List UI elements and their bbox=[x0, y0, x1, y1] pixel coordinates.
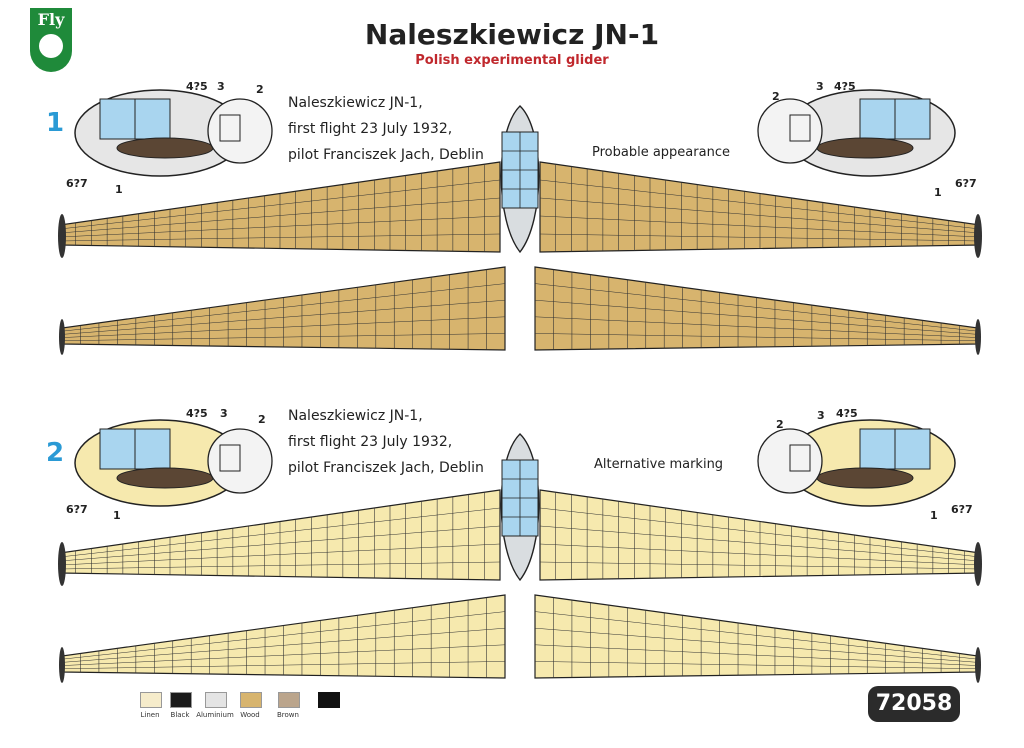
seat-shading bbox=[116, 137, 214, 159]
wing-tip-skid bbox=[974, 214, 982, 258]
profile-1-note: Probable appearance bbox=[592, 145, 730, 160]
hatch-panel bbox=[219, 114, 241, 142]
hatch-panel bbox=[789, 114, 811, 142]
callout: 2 bbox=[772, 90, 780, 103]
lower-panel-left-spar bbox=[61, 283, 506, 332]
lower-panel-left-spar bbox=[61, 333, 506, 342]
profile-2-note: Alternative marking bbox=[594, 457, 724, 472]
legend-label: Wood bbox=[240, 711, 260, 719]
lower-panel-left-spar bbox=[61, 644, 506, 666]
callout: 2 bbox=[256, 83, 264, 96]
callout: 6?7 bbox=[955, 177, 977, 190]
lower-panel-right-spar bbox=[534, 627, 979, 663]
main-wing-left-spar bbox=[59, 525, 501, 562]
legend-label: Aluminium bbox=[196, 711, 234, 719]
callout: 4?5 bbox=[186, 80, 208, 93]
lower-panel-right-spar bbox=[534, 611, 979, 660]
callout: 3 bbox=[220, 407, 228, 420]
legend-label: Linen bbox=[140, 711, 160, 719]
main-wing-right-spar bbox=[539, 561, 981, 570]
catalog-number: 72058 bbox=[868, 686, 960, 722]
profile-1-caption: Naleszkiewicz JN-1, first flight 23 July… bbox=[288, 90, 484, 168]
main-wing-left-spar bbox=[59, 507, 501, 558]
lower-panel-right-spar bbox=[534, 333, 979, 342]
lower-panel-right-spar bbox=[534, 316, 979, 338]
main-wing-left-spar bbox=[59, 561, 501, 570]
brand-logo: Fly bbox=[30, 8, 72, 72]
page-subtitle: Polish experimental glider bbox=[415, 53, 609, 68]
main-wing-right-spar bbox=[539, 179, 981, 230]
callout: 6?7 bbox=[66, 503, 88, 516]
legend-swatch bbox=[205, 692, 227, 708]
ak-paint-logo bbox=[318, 692, 340, 708]
main-wing-left-spar bbox=[59, 543, 501, 566]
profile-1-caption-line: pilot Franciszek Jach, Deblin bbox=[288, 147, 484, 163]
callout: 6?7 bbox=[951, 503, 973, 516]
main-wing-left-spar bbox=[59, 233, 501, 242]
fly-icon bbox=[39, 34, 63, 58]
hatch-panel bbox=[789, 444, 811, 472]
wing-tip-skid bbox=[974, 542, 982, 586]
page-title: Naleszkiewicz JN-1 bbox=[364, 18, 660, 51]
legend-swatch bbox=[170, 692, 192, 708]
profile-number-1: 1 bbox=[46, 108, 65, 138]
profile-1-caption-line: Naleszkiewicz JN-1, bbox=[288, 95, 423, 111]
main-wing-right-spar bbox=[539, 215, 981, 238]
callout: 4?5 bbox=[834, 80, 856, 93]
callout: 1 bbox=[934, 186, 942, 199]
main-wing-right-spar bbox=[539, 543, 981, 566]
legend-swatch bbox=[240, 692, 262, 708]
brand-logo-text: Fly bbox=[37, 10, 65, 29]
wing-tip-skid bbox=[58, 214, 66, 258]
profile-1-caption-line: first flight 23 July 1932, bbox=[288, 121, 453, 137]
lower-panel-left-spar bbox=[61, 661, 506, 670]
lower-panel-left-spar bbox=[61, 316, 506, 338]
callout: 1 bbox=[113, 509, 121, 522]
lower-panel-left-spar bbox=[61, 299, 506, 335]
legend-swatch bbox=[140, 692, 162, 708]
lower-panel-right-spar bbox=[534, 661, 979, 670]
main-wing-left-spar bbox=[59, 179, 501, 230]
main-wing-right-spar bbox=[539, 525, 981, 562]
lower-panel-right-spar bbox=[534, 644, 979, 666]
profile-2-caption-line: pilot Franciszek Jach, Deblin bbox=[288, 460, 484, 476]
callout: 3 bbox=[816, 80, 824, 93]
callout: 1 bbox=[930, 509, 938, 522]
panel-tip bbox=[975, 647, 981, 683]
seat-shading bbox=[816, 137, 914, 159]
callout: 4?5 bbox=[836, 407, 858, 420]
panel-tip bbox=[975, 319, 981, 355]
profile-2-caption: Naleszkiewicz JN-1, first flight 23 July… bbox=[288, 403, 484, 481]
main-wing-left-spar bbox=[59, 197, 501, 234]
hatch-panel bbox=[219, 444, 241, 472]
main-wing-left-spar bbox=[59, 215, 501, 238]
main-wing-right-spar bbox=[539, 233, 981, 242]
profile-number-2: 2 bbox=[46, 438, 65, 468]
callout: 2 bbox=[258, 413, 266, 426]
panel-tip bbox=[59, 319, 65, 355]
main-wing-right-spar bbox=[539, 507, 981, 558]
legend-swatch bbox=[278, 692, 300, 708]
seat-shading bbox=[816, 467, 914, 489]
lower-panel-left-spar bbox=[61, 627, 506, 663]
main-wing-right-spar bbox=[539, 197, 981, 234]
callout: 3 bbox=[817, 409, 825, 422]
callout: 1 bbox=[115, 183, 123, 196]
lower-panel-right-spar bbox=[534, 283, 979, 332]
panel-tip bbox=[59, 647, 65, 683]
callout: 3 bbox=[217, 80, 225, 93]
callout: 2 bbox=[776, 418, 784, 431]
callout: 4?5 bbox=[186, 407, 208, 420]
seat-shading bbox=[116, 467, 214, 489]
legend-label: Black bbox=[170, 711, 190, 719]
lower-panel-left-spar bbox=[61, 611, 506, 660]
wing-tip-skid bbox=[58, 542, 66, 586]
profile-2-caption-line: first flight 23 July 1932, bbox=[288, 434, 453, 450]
lower-panel-right-spar bbox=[534, 299, 979, 335]
callout: 6?7 bbox=[66, 177, 88, 190]
legend-label: Brown bbox=[277, 711, 299, 719]
profile-2-caption-line: Naleszkiewicz JN-1, bbox=[288, 408, 423, 424]
